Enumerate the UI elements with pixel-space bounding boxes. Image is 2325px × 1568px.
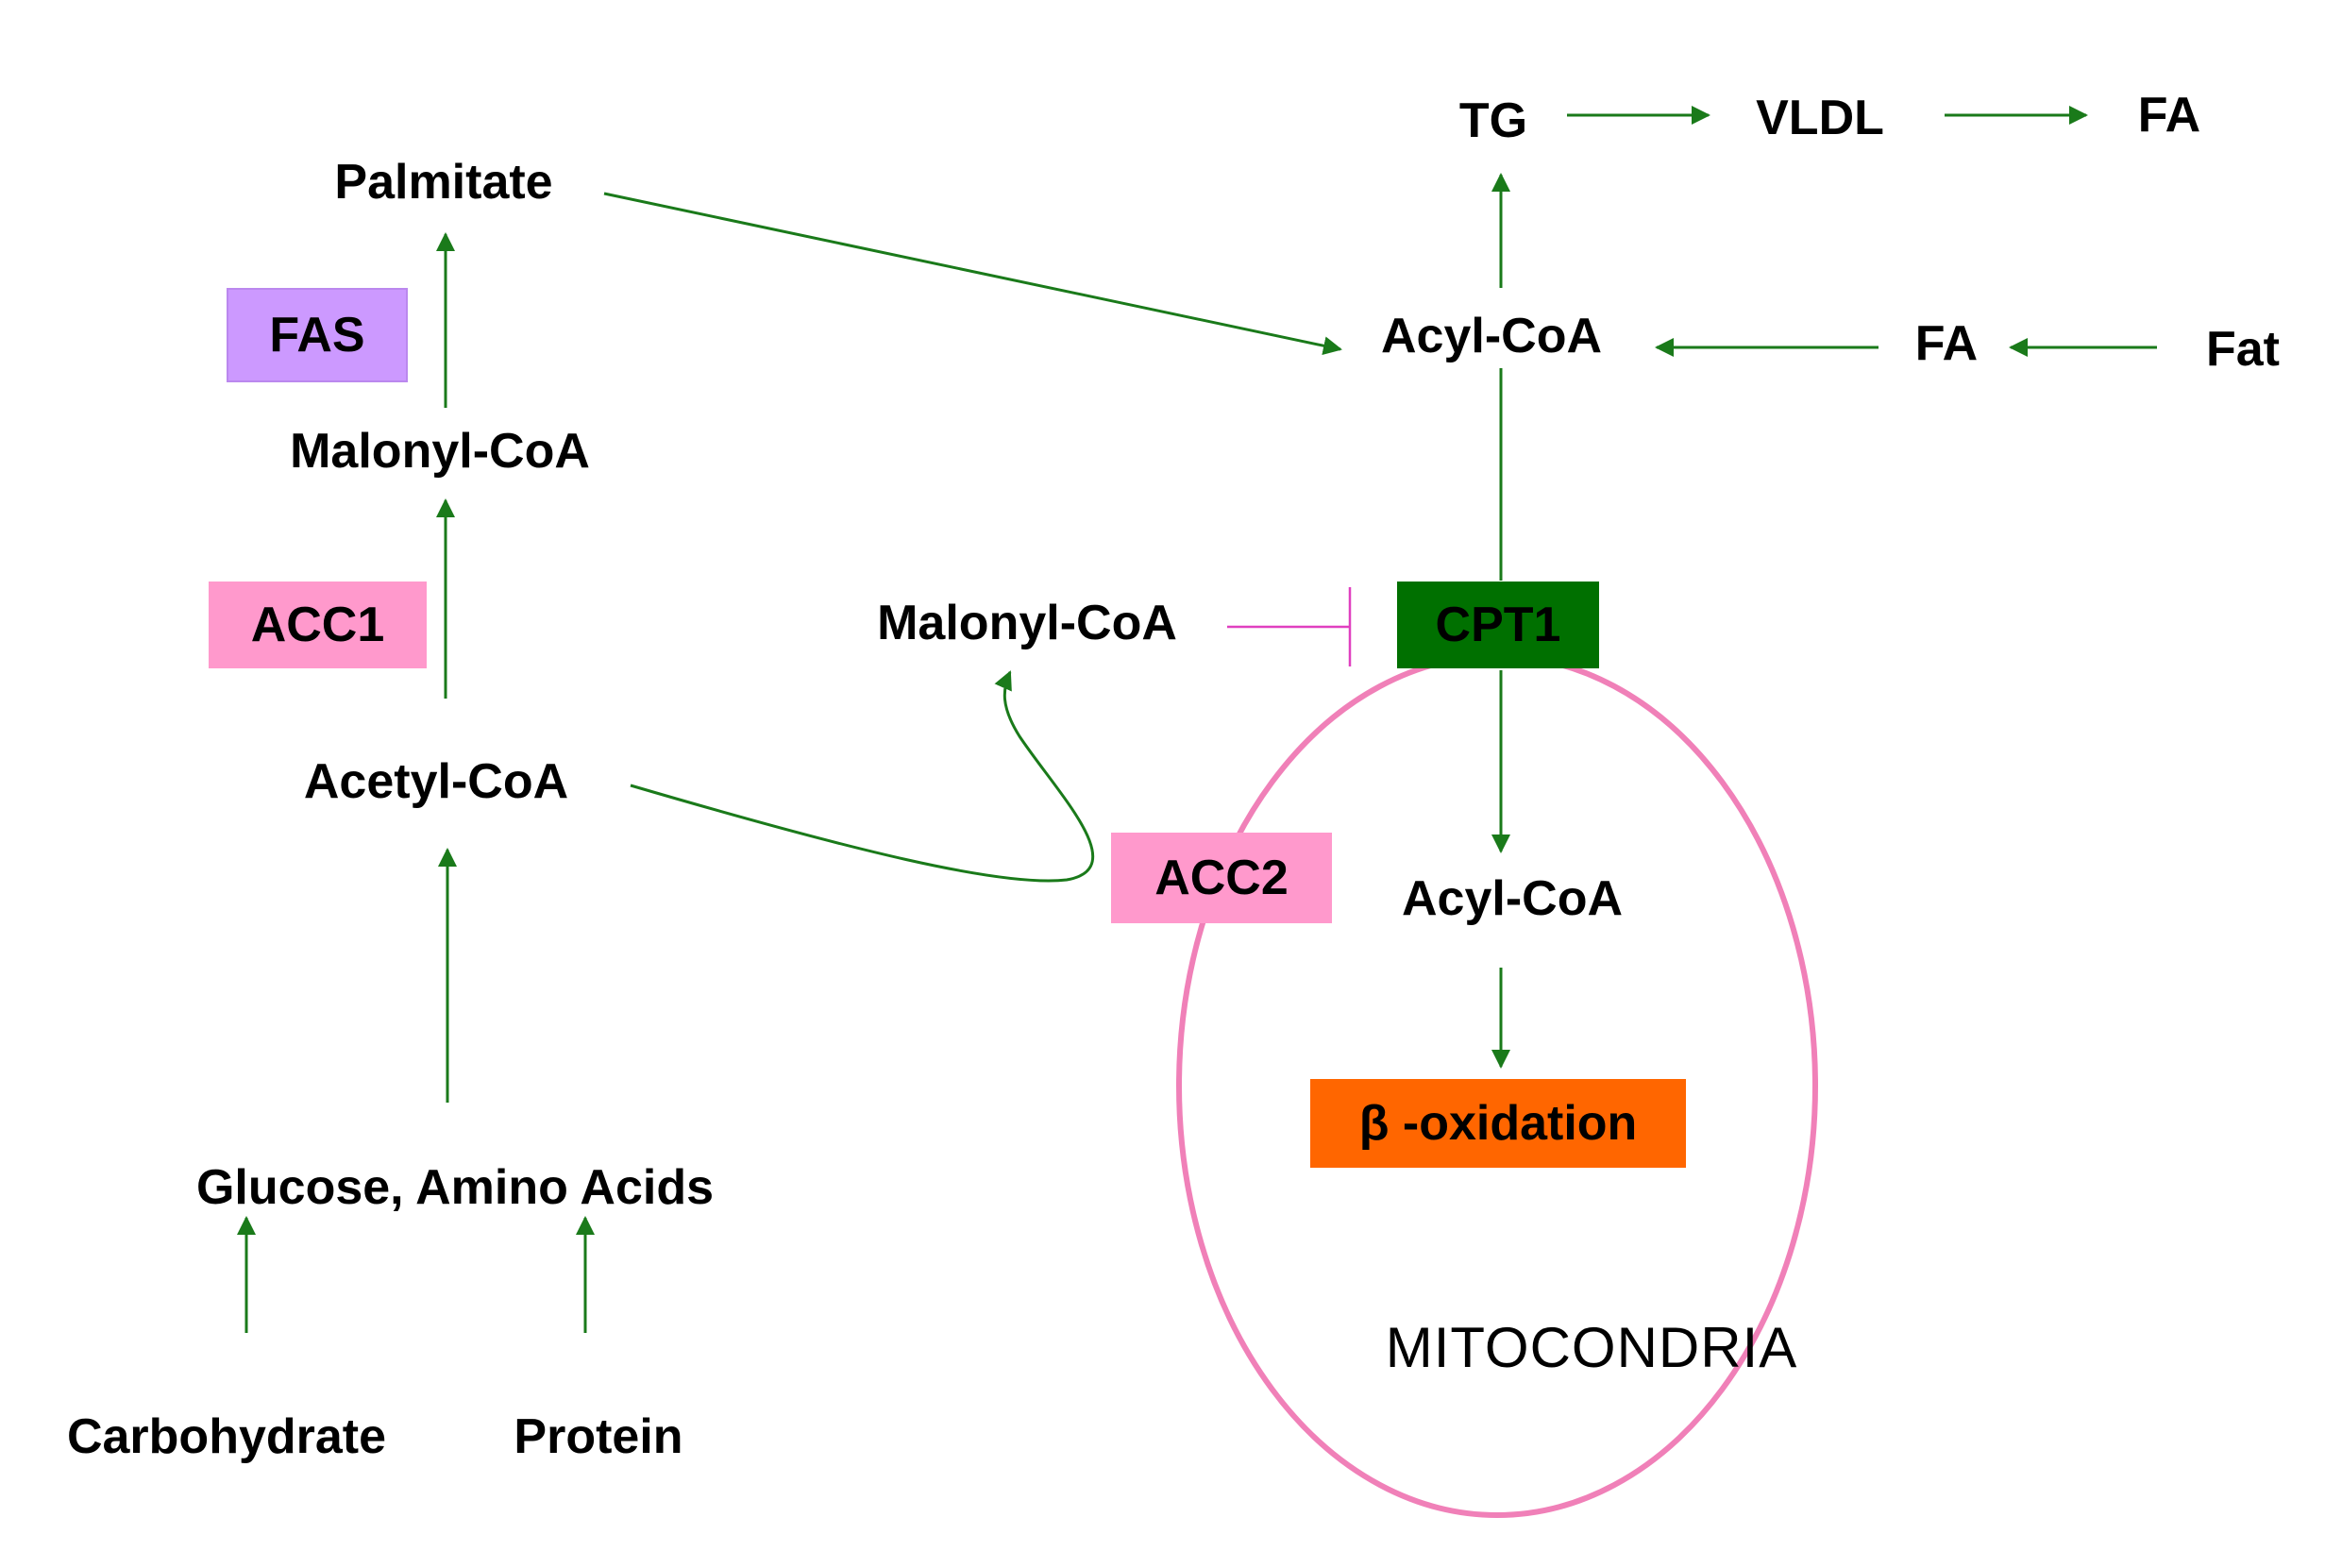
acc1-box: ACC1 [209,582,427,668]
acc1-label: ACC1 [250,598,385,652]
node-malonyl-coa-left: Malonyl-CoA [290,424,590,479]
node-carbohydrate: Carbohydrate [66,1409,387,1464]
node-tg: TG [1458,93,1528,148]
acc2-box: ACC2 [1111,833,1332,923]
node-malonyl-coa-center: Malonyl-CoA [877,596,1177,650]
node-fa-top: FA [2137,88,2201,143]
node-fat: Fat [2206,322,2280,377]
node-vldl: VLDL [1756,91,1884,145]
cpt1-label: CPT1 [1435,598,1561,652]
node-mitochondria: MITOCONDRIA [1385,1316,1798,1379]
node-acyl-coa-mito: Acyl-CoA [1401,871,1624,926]
node-palmitate: Palmitate [334,155,553,210]
node-acyl-coa-top: Acyl-CoA [1380,309,1603,363]
acc2-label: ACC2 [1154,851,1289,905]
fas-box: FAS [227,288,408,382]
node-acetyl-coa: Acetyl-CoA [303,754,569,809]
beta-oxidation-box: β -oxidation [1310,1079,1686,1168]
fas-label: FAS [269,308,365,362]
beta-oxidation-label: β -oxidation [1358,1096,1638,1151]
node-fa-right: FA [1914,316,1979,371]
arrow-palmitate-to-acyl-coa [603,192,1342,356]
cpt1-box: CPT1 [1397,582,1599,668]
node-glucose-amino-acids: Glucose, Amino Acids [195,1160,715,1215]
arrow-acetyl-to-malonyl-center [630,670,1095,883]
node-protein: Protein [514,1409,683,1464]
